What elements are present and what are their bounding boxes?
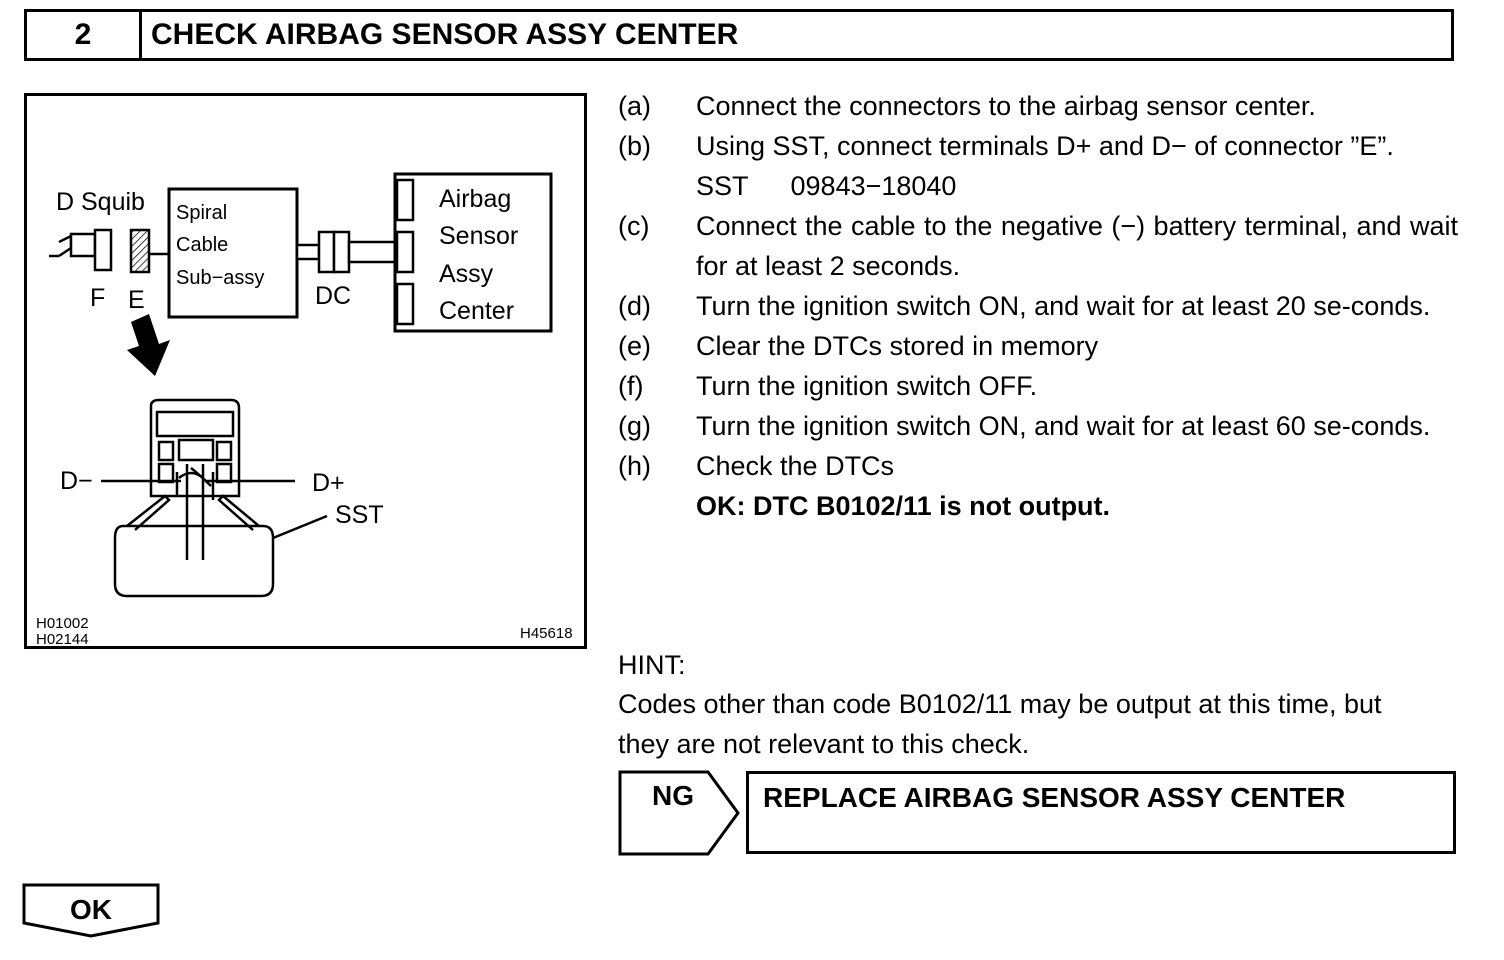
step-text: Connect the cable to the negative (−) ba… bbox=[696, 211, 1458, 281]
step-letter: (e) bbox=[618, 331, 651, 361]
sst-line: SST 09843−18040 bbox=[696, 166, 1458, 206]
step-letter: (h) bbox=[618, 451, 651, 481]
ng-result-tag: NG bbox=[618, 770, 742, 856]
figure-code-1: H01002 bbox=[36, 615, 89, 632]
step-item: (d) Turn the ignition switch ON, and wai… bbox=[618, 286, 1458, 326]
label-d-plus: D+ bbox=[312, 469, 345, 497]
procedure-steps: (a) Connect the connectors to the airbag… bbox=[618, 86, 1458, 526]
step-text: Turn the ignition switch ON, and wait fo… bbox=[696, 291, 1431, 321]
step-letter: (a) bbox=[618, 91, 651, 121]
connector-sst-icon bbox=[101, 398, 328, 598]
label-d-minus: D− bbox=[60, 467, 93, 495]
label-connector-e: E bbox=[128, 286, 145, 314]
step-item: (e) Clear the DTCs stored in memory bbox=[618, 326, 1458, 366]
hint-label: HINT: bbox=[618, 650, 686, 680]
step-item: (a) Connect the connectors to the airbag… bbox=[618, 86, 1458, 126]
sst-label: SST bbox=[696, 171, 749, 201]
label-cable: Cable bbox=[176, 234, 229, 256]
step-text: Turn the ignition switch OFF. bbox=[696, 371, 1038, 401]
wiring-figure: D Squib Spiral Cable Sub−assy F E DC Air… bbox=[24, 93, 587, 649]
airbag-sensor-box bbox=[393, 172, 553, 333]
figure-code-2: H02144 bbox=[36, 631, 89, 648]
ok-condition: OK: DTC B0102/11 is not output. bbox=[696, 491, 1111, 521]
ng-arrow-icon bbox=[618, 770, 740, 856]
label-spiral: Spiral bbox=[176, 202, 228, 224]
label-connector-f: F bbox=[90, 284, 106, 312]
hint-line-2: they are not relevant to this check. bbox=[618, 729, 1030, 759]
step-letter: (f) bbox=[618, 371, 644, 401]
sst-number: 09843−18040 bbox=[790, 171, 957, 201]
step-header: 2 CHECK AIRBAG SENSOR ASSY CENTER bbox=[24, 9, 1454, 61]
label-sub-assy: Sub−assy bbox=[176, 267, 265, 289]
step-item: (b) Using SST, connect terminals D+ and … bbox=[618, 126, 1458, 206]
step-letter: (g) bbox=[618, 411, 651, 441]
ng-action-box: REPLACE AIRBAG SENSOR ASSY CENTER bbox=[746, 771, 1456, 854]
step-item: (f) Turn the ignition switch OFF. bbox=[618, 366, 1458, 406]
ng-label: NG bbox=[652, 780, 694, 811]
connector-e-icon bbox=[129, 228, 151, 274]
hint-line-1: Codes other than code B0102/11 may be ou… bbox=[618, 689, 1382, 719]
ok-result-tag: OK bbox=[22, 883, 162, 939]
step-title: CHECK AIRBAG SENSOR ASSY CENTER bbox=[151, 18, 739, 51]
label-connector-dc: DC bbox=[315, 282, 352, 310]
squib-plug-icon bbox=[49, 228, 113, 272]
step-text: Check the DTCs bbox=[696, 451, 895, 481]
step-letter: (c) bbox=[618, 211, 650, 241]
step-letter: (d) bbox=[618, 291, 651, 321]
ok-arrow-icon bbox=[22, 883, 160, 938]
label-center: Center bbox=[439, 297, 515, 325]
label-sensor: Sensor bbox=[439, 222, 519, 250]
label-sst: SST bbox=[335, 501, 384, 529]
step-text: Connect the connectors to the airbag sen… bbox=[696, 91, 1316, 121]
step-text: Turn the ignition switch ON, and wait fo… bbox=[696, 411, 1431, 441]
step-item: (g) Turn the ignition switch ON, and wai… bbox=[618, 406, 1458, 446]
ok-label: OK bbox=[70, 894, 112, 925]
step-number: 2 bbox=[27, 12, 142, 58]
wiring-diagram-svg bbox=[49, 172, 553, 598]
connector-dc-icon bbox=[317, 230, 336, 274]
figure-code-3: H45618 bbox=[520, 625, 573, 642]
step-text: Using SST, connect terminals D+ and D− o… bbox=[696, 131, 1394, 161]
label-d-squib: D Squib bbox=[56, 188, 145, 216]
label-assy: Assy bbox=[439, 260, 494, 288]
ng-action: REPLACE AIRBAG SENSOR ASSY CENTER bbox=[763, 782, 1346, 813]
step-text: Clear the DTCs stored in memory bbox=[696, 331, 1099, 361]
label-airbag: Airbag bbox=[439, 185, 512, 213]
step-item: (h) Check the DTCs OK: DTC B0102/11 is n… bbox=[618, 446, 1458, 526]
step-letter: (b) bbox=[618, 131, 651, 161]
down-arrow-icon bbox=[127, 314, 170, 376]
step-item: (c) Connect the cable to the negative (−… bbox=[618, 206, 1458, 286]
